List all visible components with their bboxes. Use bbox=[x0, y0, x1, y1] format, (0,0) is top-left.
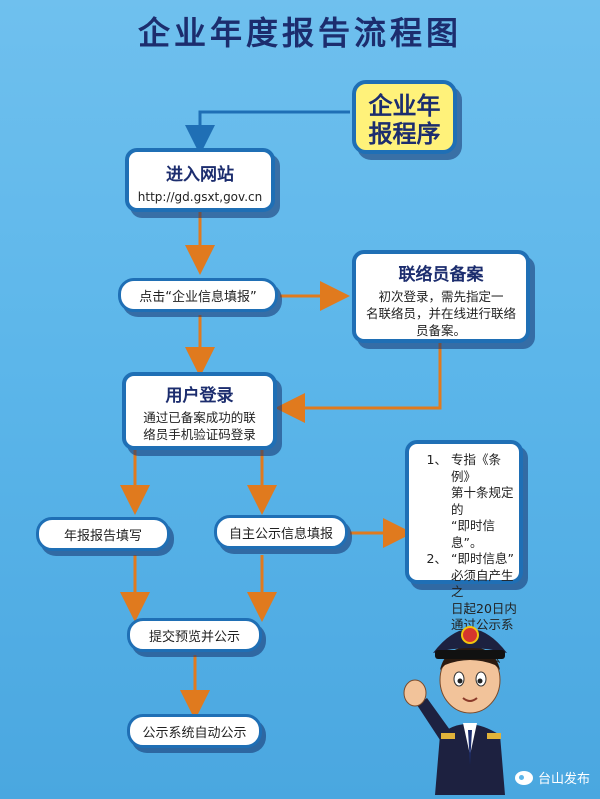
enter-site-heading: 进入网站 bbox=[166, 165, 234, 185]
watermark-text: 台山发布 bbox=[537, 772, 590, 787]
note-item-1: 1、 专指《条例》 第十条规定的 “即时信息”。 bbox=[409, 452, 519, 551]
annual-fill-step: 年报报告填写 bbox=[36, 517, 170, 551]
auto-publish-label: 公示系统自动公示 bbox=[142, 725, 247, 741]
liaison-line-3: 员备案。 bbox=[415, 323, 466, 338]
note-1-line-2: 第十条规定的 bbox=[451, 485, 514, 517]
note-2-number: 2、 bbox=[426, 551, 447, 566]
page-title: 企业年度报告流程图 bbox=[137, 14, 462, 52]
note-2-line-1: “即时信息” bbox=[451, 551, 514, 566]
user-login-line-2: 络员手机验证码登录 bbox=[143, 427, 256, 442]
badge-line-2: 报程序 bbox=[368, 120, 441, 148]
note-1-number: 1、 bbox=[426, 452, 447, 467]
enter-site-url: http://gd.gsxt,gov.cn bbox=[137, 190, 263, 204]
self-publish-label: 自主公示信息填报 bbox=[228, 526, 333, 542]
enter-site-box: 进入网站 http://gd.gsxt,gov.cn bbox=[125, 148, 275, 212]
note-2-line-2: 必须自产生之 bbox=[451, 567, 514, 600]
click-fill-step: 点击“企业信息填报” bbox=[118, 278, 278, 312]
annual-fill-label: 年报报告填写 bbox=[63, 528, 142, 544]
watermark: 台山发布 bbox=[514, 768, 590, 787]
auto-publish-step: 公示系统自动公示 bbox=[127, 714, 262, 748]
arrow-liaison-to-login bbox=[275, 343, 442, 423]
click-fill-label: 点击“企业信息填报” bbox=[139, 289, 257, 305]
arrow-badge-to-enter bbox=[185, 110, 350, 155]
note-2-line-3: 日起20日内 bbox=[451, 600, 517, 616]
officer-mascot-illustration bbox=[403, 626, 507, 795]
badge-line-1: 企业年 bbox=[368, 92, 441, 120]
notes-box: 1、 专指《条例》 第十条规定的 “即时信息”。 2、 “即时信息” 必须自产生… bbox=[405, 440, 523, 682]
liaison-line-1: 初次登录，需先指定一 bbox=[378, 289, 504, 304]
liaison-box: 联络员备案 初次登录，需先指定一 名联络员，并在线进行联络 员备案。 bbox=[352, 250, 530, 343]
note-1-line-1: 专指《条例》 bbox=[451, 452, 502, 484]
liaison-line-2: 名联络员，并在线进行联络 bbox=[365, 306, 516, 321]
user-login-line-1: 通过已备案成功的联 bbox=[143, 410, 256, 425]
liaison-heading: 联络员备案 bbox=[398, 265, 484, 285]
user-login-heading: 用户登录 bbox=[165, 386, 234, 406]
note-1-line-3: “即时信息”。 bbox=[451, 518, 495, 550]
annual-report-badge: 企业年 报程序 bbox=[352, 80, 457, 154]
wechat-icon bbox=[514, 770, 533, 785]
submit-preview-label: 提交预览并公示 bbox=[148, 629, 240, 645]
submit-preview-step: 提交预览并公示 bbox=[127, 618, 262, 652]
self-publish-step: 自主公示信息填报 bbox=[214, 515, 348, 549]
user-login-box: 用户登录 通过已备案成功的联 络员手机验证码登录 bbox=[122, 372, 277, 450]
